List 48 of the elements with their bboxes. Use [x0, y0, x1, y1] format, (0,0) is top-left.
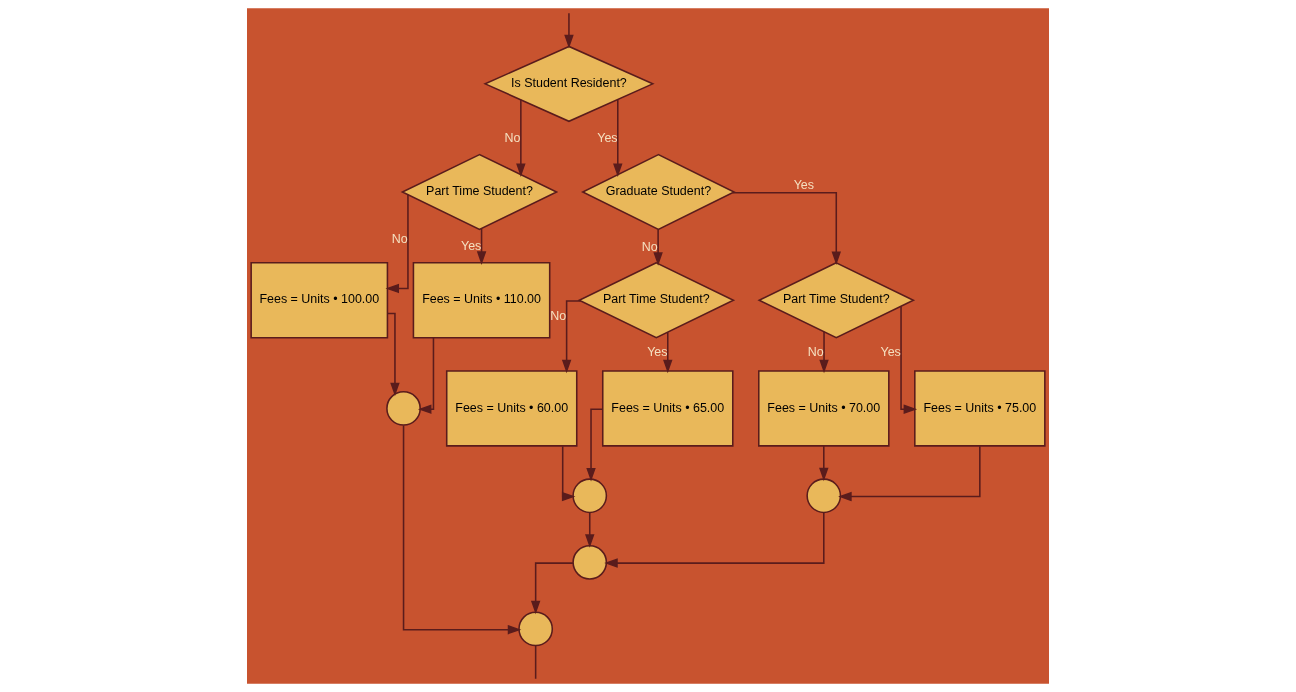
- node-circle: [386, 391, 421, 426]
- arrow: [516, 99, 526, 177]
- node-circle: [806, 478, 842, 514]
- node-box: Fees = Units • 60.00: [445, 370, 578, 447]
- connector: [534, 644, 537, 680]
- arrow: [732, 192, 841, 266]
- edge-label: No: [391, 231, 408, 246]
- edge-label: Yes: [880, 344, 901, 359]
- arrow: [819, 445, 829, 482]
- arrow: [561, 300, 582, 374]
- edge-label: Yes: [460, 239, 482, 254]
- edge-label: Yes: [647, 345, 668, 360]
- arrow: [564, 12, 574, 49]
- arrow: [900, 305, 918, 414]
- node-diamond: Graduate Student?: [581, 153, 736, 231]
- arrow: [613, 99, 623, 177]
- node-box: Fees = Units • 110.00: [412, 262, 551, 339]
- node-box: Fees = Units • 75.00: [914, 370, 1046, 447]
- arrow: [417, 336, 435, 414]
- edge-label: No: [504, 130, 521, 145]
- node-diamond: Part Time Student?: [757, 261, 916, 339]
- arrow: [561, 445, 576, 502]
- edge-label: No: [550, 309, 567, 324]
- node-circle: [572, 544, 608, 580]
- arrow: [530, 562, 574, 615]
- edge-label: No: [807, 345, 824, 360]
- arrow: [663, 331, 673, 374]
- node-diamond: Part Time Student?: [400, 153, 559, 231]
- arrow: [586, 408, 604, 482]
- edge-label: Yes: [793, 178, 815, 193]
- arrow: [402, 424, 522, 635]
- node-circle: [518, 611, 554, 647]
- arrow: [386, 312, 400, 397]
- node-diamond: Is Student Resident?: [483, 45, 655, 123]
- arrow: [819, 331, 829, 374]
- arrow: [604, 512, 825, 568]
- arrow: [385, 194, 409, 294]
- node-box: Fees = Units • 100.00: [250, 262, 389, 339]
- arrow: [653, 228, 663, 266]
- arrow: [476, 227, 487, 265]
- arrow: [585, 511, 595, 548]
- node-box: Fees = Units • 65.00: [601, 370, 734, 447]
- arrow: [838, 445, 981, 502]
- node-box: Fees = Units • 70.00: [758, 370, 890, 447]
- node-diamond: Part Time Student?: [577, 261, 736, 339]
- edge-label: Yes: [597, 130, 618, 145]
- node-circle: [572, 478, 608, 514]
- edge-label: No: [641, 240, 658, 255]
